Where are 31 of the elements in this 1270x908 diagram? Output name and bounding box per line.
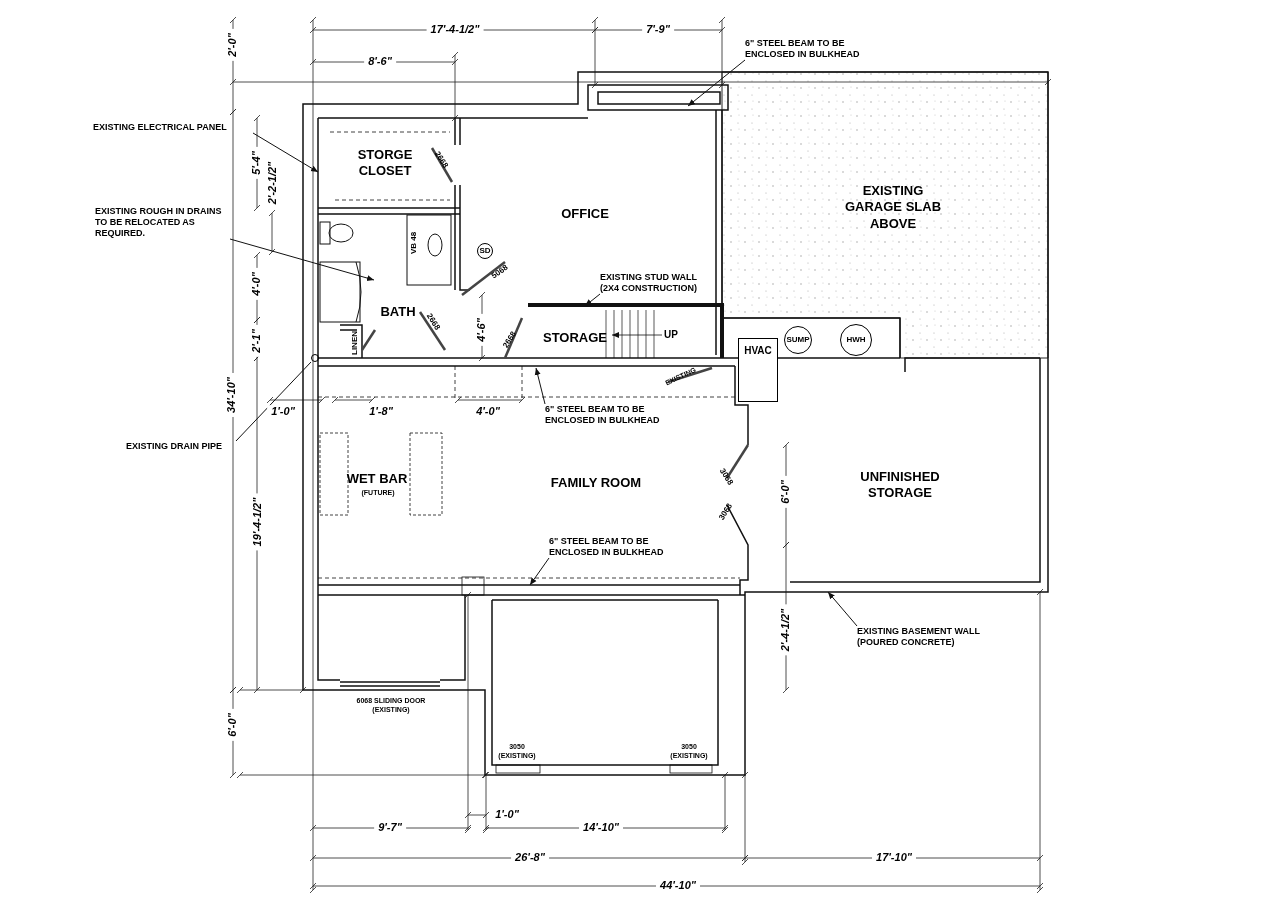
door-tag: LINEN	[350, 331, 360, 355]
stair-label: UP	[664, 328, 678, 342]
hvac-unit-box	[738, 338, 778, 402]
room-label: WET BAR	[346, 470, 408, 488]
door-tag: VB 48	[409, 231, 419, 255]
equipment-label: SD	[479, 245, 491, 257]
note-text: EXISTING ELECTRICAL PANEL	[93, 122, 227, 132]
leader-line	[252, 132, 319, 173]
note-text: 6" STEEL BEAM TO BE ENCLOSED IN BULKHEAD	[745, 38, 860, 59]
leader-line	[235, 361, 312, 442]
room-label: EXISTING GARAGE SLAB ABOVE	[843, 182, 943, 232]
equipment-label: SUMP	[786, 334, 810, 346]
note-text: EXISTING STUD WALL (2X4 CONSTRUCTION)	[600, 272, 697, 293]
room-label: STORAGE	[542, 329, 608, 347]
leader-line	[229, 238, 375, 281]
room-label: FAMILY ROOM	[550, 474, 642, 492]
room-label: STORGE CLOSET	[356, 146, 414, 180]
room-label: UNFINISHED STORAGE	[859, 468, 941, 502]
note-text: 6" STEEL BEAM TO BE ENCLOSED IN BULKHEAD	[549, 536, 664, 557]
room-label: OFFICE	[561, 205, 609, 223]
note-text: EXISTING BASEMENT WALL (POURED CONCRETE)	[857, 626, 980, 647]
note-text: EXISTING ROUGH IN DRAINS TO BE RELOCATED AS REQUIRED.	[95, 206, 222, 238]
leader-line	[534, 367, 546, 405]
leader-line	[687, 59, 746, 107]
leader-line	[827, 591, 858, 627]
room-label: BATH	[380, 303, 416, 321]
equipment-label: HWH	[846, 334, 866, 346]
note-text: EXISTING DRAIN PIPE	[126, 441, 223, 451]
equipment-label: HVAC	[744, 344, 772, 358]
note-text: 6" STEEL BEAM TO BE ENCLOSED IN BULKHEAD	[545, 404, 660, 425]
leader-line	[529, 557, 550, 586]
